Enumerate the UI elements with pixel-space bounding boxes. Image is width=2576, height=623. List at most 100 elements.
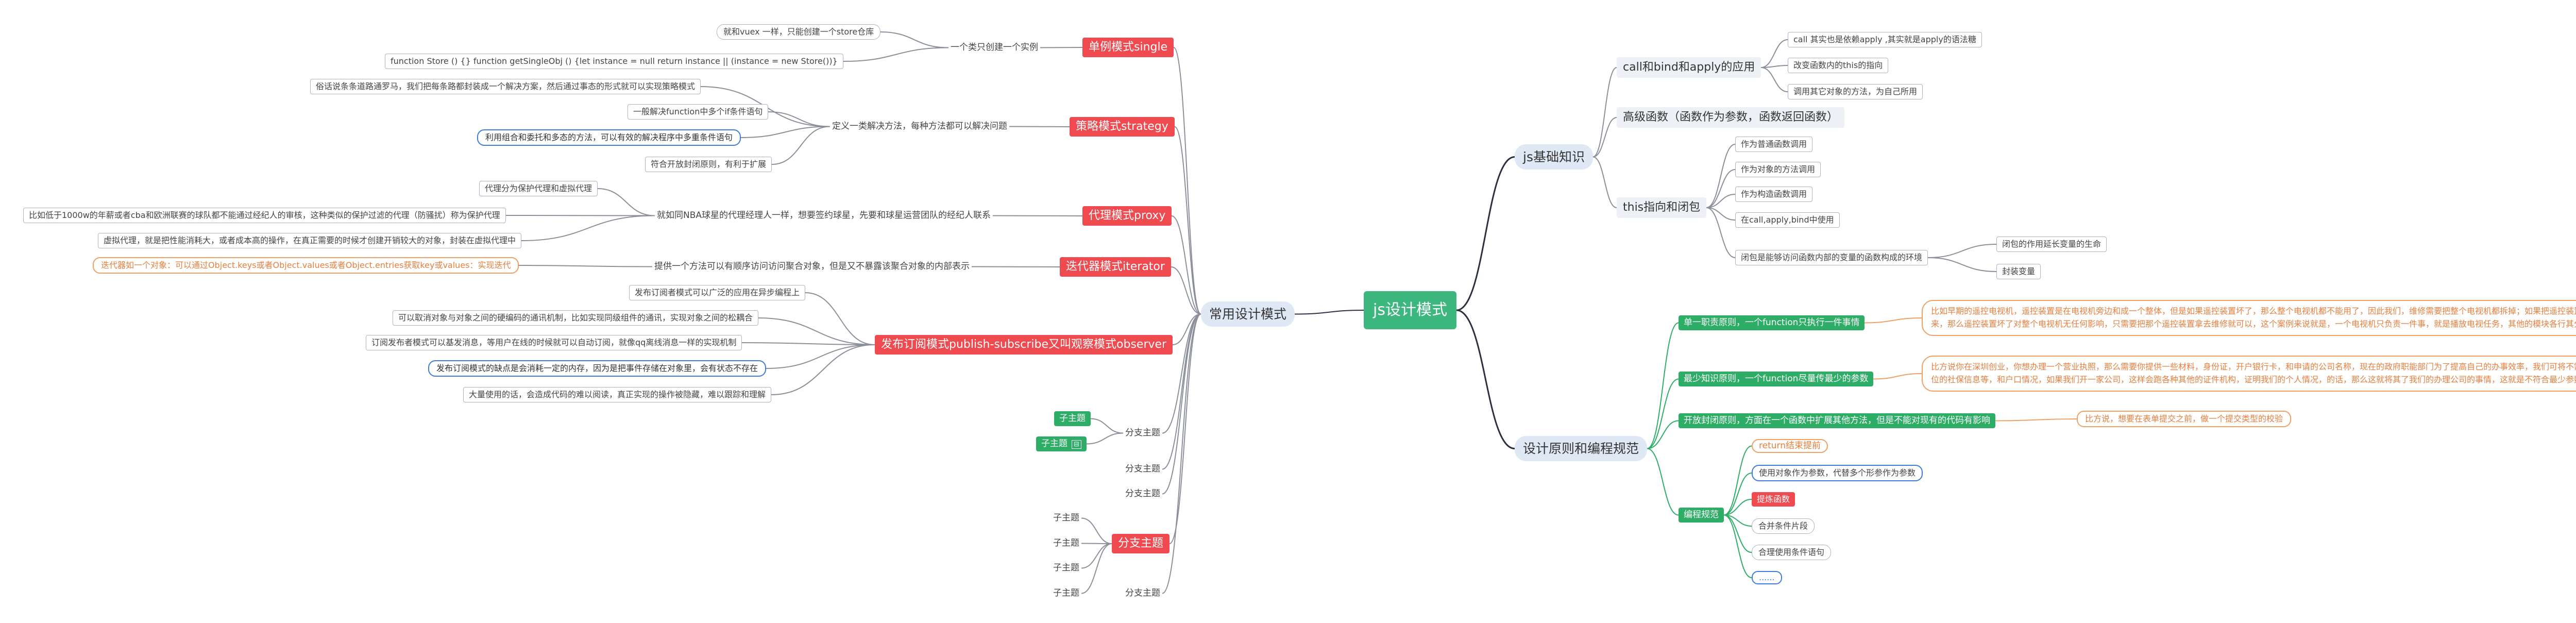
strategy-item-1: 俗话说条条道路通罗马，我们把每条路都封装成一个解决方案，然后通过事态的形式就可以… [310,79,701,94]
this-item-5: 闭包是能够访问函数内部的变量的函数构成的环境 [1735,250,1928,265]
proxy-item-1: 代理分为保护代理和虚拟代理 [479,181,598,196]
call-bind-apply-node[interactable]: call和bind和apply的应用 [1617,57,1761,78]
least-knowledge-node[interactable]: 最少知识原则，一个function尽量传最少的参数 [1679,372,1874,386]
this-item-4: 在call,apply,bind中使用 [1735,212,1840,228]
single-responsibility-note: 比如早期的遥控电视机，遥控装置是在电视机旁边和成一个整体，但是如果遥控装置坏了，… [1922,300,2576,336]
strategy-item-2: 一般解决function中多个if条件语句 [628,104,769,120]
connector-line [1864,317,1922,324]
connector-line [1647,322,1679,449]
connector-line [1723,499,1752,516]
connector-line [1174,126,1201,315]
connector-line [1723,445,1752,516]
observer-node[interactable]: 发布订阅模式publish-subscribe又叫观察模式observer [875,335,1173,355]
subtopic-b1[interactable]: 子主题 [1053,513,1079,523]
connector-line [768,111,831,127]
code-item-3: 提炼函数 [1752,492,1795,507]
code-item-2: 使用对象作为参数，代替多个形参作为参数 [1752,465,1923,481]
subtopic-a2[interactable]: 子主题 ⊟ [1036,436,1087,451]
subtopic-a2-label: 子主题 [1041,439,1067,449]
coding-standard-node[interactable]: 编程规范 [1679,508,1724,523]
proxy-desc: 就如同NBA球星的代理经理人一样，想要签约球星，先要和球星运营团队的经纪人联系 [657,210,991,221]
open-closed-node[interactable]: 开放封闭原则，方面在一个函数中扩展其他方法，但是不能对现有的代码有影响 [1679,413,1995,428]
connector-line [1647,420,1679,449]
connector-line [1162,313,1201,495]
connector-line [1169,313,1201,544]
connector-line [771,126,831,165]
singleton-node[interactable]: 单例模式single [1082,38,1174,57]
branch-topic-3[interactable]: 分支主题 [1125,489,1160,499]
connector-line [758,317,875,345]
subtopic-b4[interactable]: 子主题 [1053,588,1079,598]
connector-line [843,47,949,62]
code-item-6: ...... [1752,571,1782,584]
collapse-icon[interactable]: ⊟ [1072,440,1081,449]
connector-line [1706,194,1736,208]
connector-line [740,126,831,138]
iterator-desc: 提供一个方法可以有顺序访问访问聚合对象，但是又不暴露该聚合对象的内部表示 [654,261,970,272]
subtopic-a1[interactable]: 子主题 [1054,411,1091,426]
connector-line [1294,310,1364,315]
this-closure-node[interactable]: this指向和闭包 [1617,197,1707,218]
connector-line [1171,215,1201,315]
proxy-node[interactable]: 代理模式proxy [1082,206,1172,226]
code-item-1: return结束提前 [1752,439,1828,453]
connector-line [771,344,875,395]
callbind-item-3: 调用其它对象的方法，为自己所用 [1788,84,1923,99]
connector-line [1162,313,1201,434]
connector-line [1081,543,1112,594]
connector-line [1456,156,1515,311]
connector-line [1162,313,1201,594]
connector-line [1760,67,1788,92]
singleton-item-1: 就和vuex 一样，只能创建一个store仓库 [717,24,881,40]
connector-line [597,188,655,216]
callbind-item-1: call 其实也是依赖apply ,其实就是apply的语法糖 [1788,32,1982,47]
subtopic-b3[interactable]: 子主题 [1053,563,1079,573]
connector-line [1173,47,1201,315]
connector-line [1647,448,1679,516]
connector-line [1760,39,1788,68]
connector-line [1172,313,1201,345]
branch-topic-red[interactable]: 分支主题 [1112,534,1170,553]
callbind-item-2: 改变函数内的this的指向 [1788,58,1889,73]
connector-line [1927,244,1997,258]
branch-topic-1[interactable]: 分支主题 [1125,428,1160,438]
connector-line [766,344,875,369]
js-basics-node[interactable]: js基础知识 [1515,144,1593,170]
proxy-item-3: 虚拟代理，就是把性能消耗大，或者成本高的操作，在真正需要的时候才创建开销较大的对… [98,233,522,248]
connector-line [1706,144,1736,208]
open-closed-note: 比方说，想要在表单提交之前，做一个提交类型的校验 [2077,411,2292,427]
connector-line [1086,432,1124,445]
singleton-desc: 一个类只创建一个实例 [951,42,1038,53]
subtopic-b2[interactable]: 子主题 [1053,538,1079,548]
this-item-3: 作为构造函数调用 [1735,187,1813,202]
strategy-node[interactable]: 策略模式strategy [1070,117,1175,137]
root-node[interactable]: js设计模式 [1364,291,1456,329]
code-item-5: 合理使用条件语句 [1752,545,1832,560]
branch-topic-2[interactable]: 分支主题 [1125,464,1160,474]
code-item-4: 合并条件片段 [1752,518,1815,534]
connector-line [1090,418,1124,434]
connector-line [1995,418,2077,422]
common-patterns-node[interactable]: 常用设计模式 [1201,301,1295,327]
connector-line [1723,473,1752,516]
this-item-2: 作为对象的方法调用 [1735,162,1821,177]
connector-line [505,215,655,216]
branch-topic-last[interactable]: 分支主题 [1125,588,1160,598]
least-knowledge-note: 比方说你在深圳创业，你想办理一个营业执照，那么需要你提供一些材料，身份证，开户银… [1922,356,2576,392]
principles-node[interactable]: 设计原则和编程规范 [1515,436,1648,461]
connector-line [1081,543,1112,569]
iterator-node[interactable]: 迭代器模式iterator [1060,257,1171,277]
connector-line [1456,309,1515,449]
this-item-1: 作为普通函数调用 [1735,137,1813,152]
strategy-item-3: 利用组合和委托和多态的方法，可以有效的解决程序中多重条件语句 [477,129,741,146]
connector-line [880,31,949,48]
observer-item-4: 发布订阅模式的缺点是会消耗一定的内存，因为是把事件存储在对象里，会有状态不存在 [428,360,767,377]
connector-line [1723,514,1752,578]
higher-order-node[interactable]: 高级函数（函数作为参数，函数返回函数） [1617,107,1845,128]
connector-line [1706,207,1736,221]
connector-line [1927,257,1997,272]
singleton-item-2: function Store () {} function getSingleO… [385,54,843,69]
single-responsibility-node[interactable]: 单一职责原则，一个function只执行一件事情 [1679,315,1865,330]
iterator-item-1: 迭代器如一个对象：可以通过Object.keys或者Object.values或… [93,257,519,274]
closure-item-2: 封装变量 [1996,264,2041,279]
